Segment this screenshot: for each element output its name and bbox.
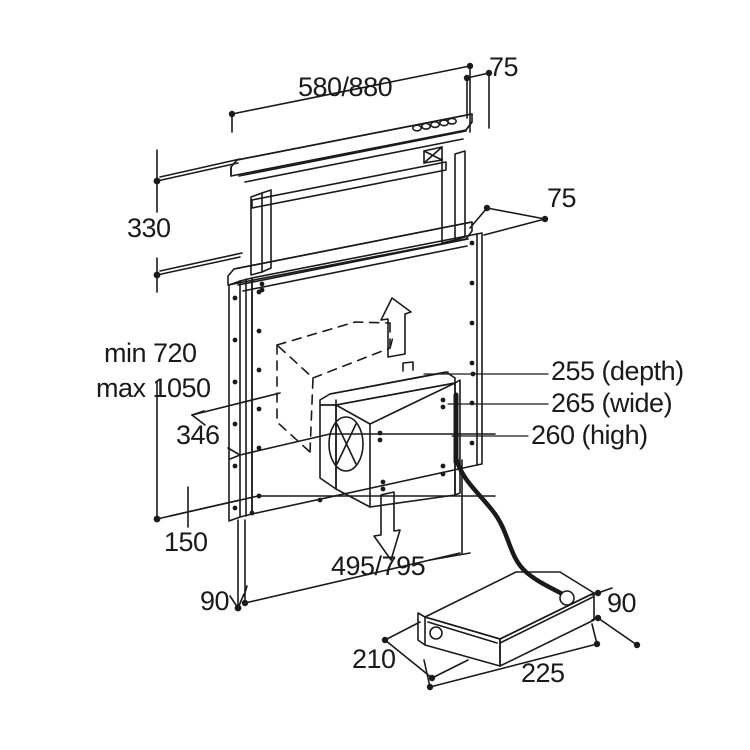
control-panel[interactable] [411, 117, 457, 132]
label-visor-height: 330 [127, 213, 171, 243]
dim-psu-225 [423, 623, 601, 691]
power-cable [453, 455, 569, 599]
motor-label-leaders [423, 371, 549, 437]
dim-visor-height-330 [153, 149, 243, 293]
fan-impeller [328, 416, 364, 472]
dim-346-leader [191, 392, 496, 460]
label-psu-height: 90 [607, 588, 637, 618]
label-motor-wide: 265 (wide) [551, 388, 673, 418]
dim-psu-90 [591, 587, 641, 649]
label-depth-overall: 495/795 [331, 551, 426, 581]
label-top-right-offset: 75 [489, 52, 519, 82]
label-travel-max: max 1050 [96, 373, 211, 403]
label-base-height: 90 [200, 586, 230, 616]
label-motor-depth: 255 (depth) [551, 356, 684, 386]
visor-assembly [227, 113, 473, 292]
label-width-top: 580/880 [298, 72, 393, 102]
label-travel-min: min 720 [104, 338, 197, 368]
airflow-arrow-down [373, 491, 401, 561]
label-motor-high: 260 (high) [531, 420, 648, 450]
label-psu-depth: 210 [352, 644, 396, 674]
label-bottom-offset: 150 [164, 527, 208, 557]
dim-psu-210 [381, 621, 469, 682]
label-psu-width: 225 [521, 658, 565, 688]
back-panel [228, 232, 483, 522]
label-motor-offset: 346 [176, 420, 220, 450]
dim-top-right-75 [463, 69, 493, 129]
label-mid-right-offset: 75 [547, 183, 577, 213]
dim-150-leader [169, 486, 496, 528]
airflow-arrow-up [380, 297, 412, 358]
alternate-motor-position-dashed [276, 321, 394, 453]
dim-mid-right-75 [469, 204, 549, 236]
dim-depth-495-795 [241, 459, 471, 607]
